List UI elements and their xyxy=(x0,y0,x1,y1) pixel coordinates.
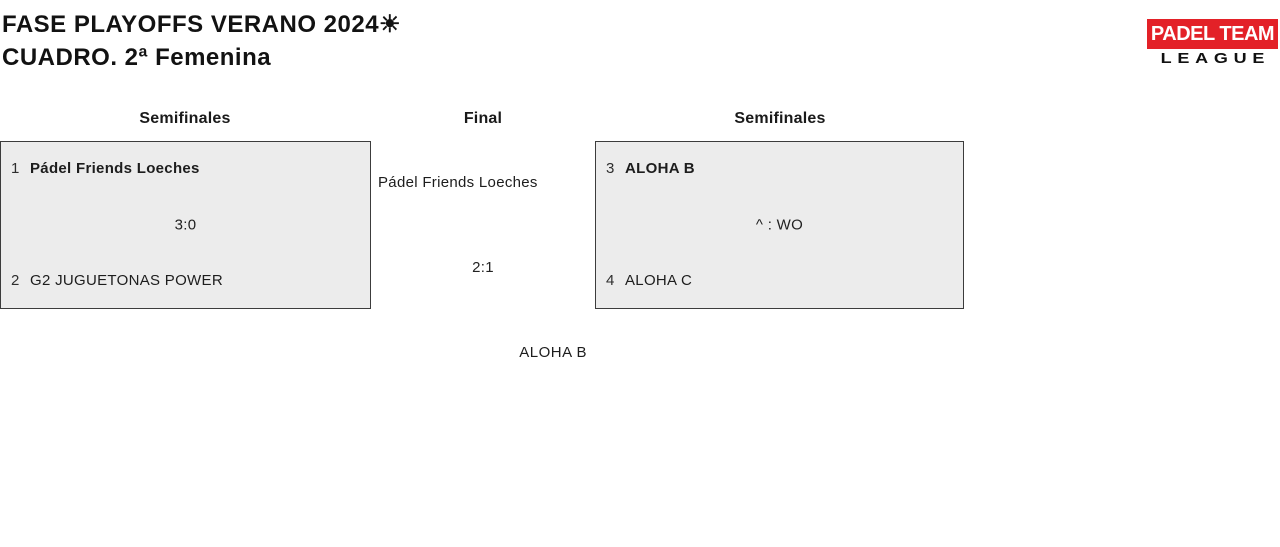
final-team1-name: Pádel Friends Loeches xyxy=(378,174,538,191)
column-header-semifinals-left: Semifinales xyxy=(139,110,231,127)
match-box-semifinal-right[interactable]: 3 ALOHA B ^ : WO 4 ALOHA C xyxy=(595,141,964,309)
column-header-final: Final xyxy=(463,110,503,127)
match-box-semifinal-left[interactable]: 1 Pádel Friends Loeches 3:0 2 G2 JUGUETO… xyxy=(0,141,371,309)
team-name: G2 JUGUETONAS POWER xyxy=(30,272,223,289)
seed-number: 1 xyxy=(11,160,20,177)
match-score: ^ : WO xyxy=(755,216,804,234)
team-row: 4 ALOHA C xyxy=(606,271,953,291)
logo-league-text: LEAGUE xyxy=(1160,50,1271,66)
title-line-1: FASE PLAYOFFS VERANO 2024☀ xyxy=(2,11,402,38)
padel-team-league-logo[interactable]: PADEL TEAM LEAGUE xyxy=(1147,19,1278,71)
seed-number: 3 xyxy=(606,160,615,177)
team-name: ALOHA C xyxy=(625,272,693,289)
final-score: 2:1 xyxy=(472,259,494,276)
seed-number: 4 xyxy=(606,272,615,289)
team-row: 2 G2 JUGUETONAS POWER xyxy=(11,271,360,291)
page-title: FASE PLAYOFFS VERANO 2024☀ CUADRO. 2ª Fe… xyxy=(2,8,401,74)
team-row: 3 ALOHA B xyxy=(606,159,953,179)
match-score: 3:0 xyxy=(174,216,197,234)
final-team2-name: ALOHA B xyxy=(519,344,587,361)
seed-number: 2 xyxy=(11,272,20,289)
logo-padel-team-text: PADEL TEAM xyxy=(1147,19,1278,49)
column-header-semifinals-right: Semifinales xyxy=(734,110,826,127)
team-name-winner: Pádel Friends Loeches xyxy=(30,160,200,177)
team-row: 1 Pádel Friends Loeches xyxy=(11,159,360,179)
title-line-2: CUADRO. 2ª Femenina xyxy=(2,44,272,71)
team-name-winner: ALOHA B xyxy=(625,160,695,177)
